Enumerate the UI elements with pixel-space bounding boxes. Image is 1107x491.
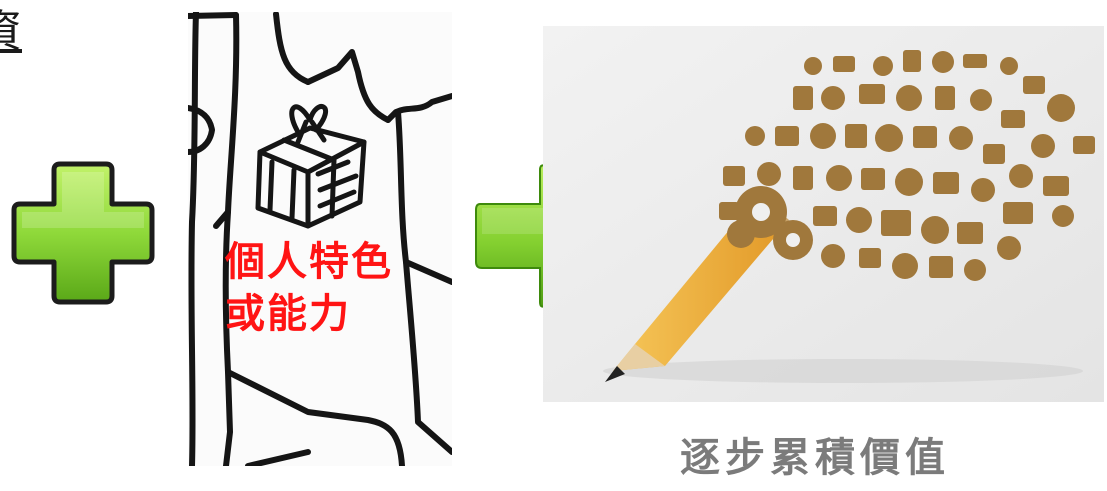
plus-icon	[11, 161, 155, 305]
gift-box-icon	[255, 104, 367, 229]
icon-cloud	[719, 50, 1095, 281]
feature-label: 個人特色 或能力	[225, 236, 435, 340]
creative-pencil-image	[543, 26, 1104, 402]
sketch-drawing	[188, 12, 452, 466]
caption-text: 逐步累積價值	[680, 435, 950, 481]
feature-label-line-2: 或能力	[225, 291, 351, 337]
feature-label-line-1: 個人特色	[225, 239, 393, 285]
cropped-heading-text: 資	[0, 6, 34, 64]
